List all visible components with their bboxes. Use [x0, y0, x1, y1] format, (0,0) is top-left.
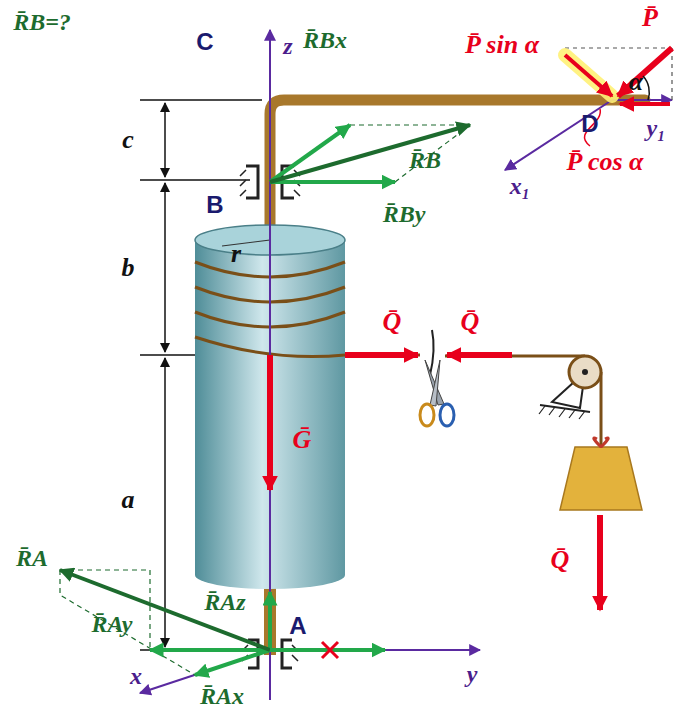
weight: [560, 438, 642, 510]
diagram-label: y: [467, 661, 478, 687]
diagram-label: b: [122, 254, 135, 283]
diagram-label: B: [206, 192, 223, 218]
diagram-label: R̄Bx: [303, 27, 347, 53]
diagram-label: R̄By: [383, 201, 426, 227]
diagram-label: R̄Ax: [200, 683, 244, 709]
diagram-label: R̄Ay: [92, 611, 133, 637]
diagram-label: c: [122, 126, 134, 155]
diagram-label: P̄: [642, 4, 658, 33]
diagram-label: A: [289, 613, 306, 639]
diagram-label: R̄B=?: [13, 9, 71, 35]
diagram-label: z: [283, 33, 292, 59]
scissors: [420, 330, 454, 426]
force-P: [565, 48, 672, 146]
diagram-label: R̄A: [16, 545, 48, 571]
diagram-label: a: [122, 486, 135, 515]
diagram-label: Ḡ: [293, 426, 312, 455]
diagram-label: R̄B: [409, 147, 441, 173]
diagram-label: C: [196, 29, 213, 55]
rope-coil: [195, 262, 601, 445]
diagram-label: x: [130, 663, 142, 689]
diagram-label: R̄Az: [204, 589, 245, 615]
diagram-label: Q̄: [383, 308, 402, 337]
pulley: [539, 356, 601, 419]
forces-Q-G: [270, 355, 600, 610]
diagram-label: P̄ cos α: [567, 148, 644, 177]
diagram-label: α: [629, 68, 643, 97]
reaction-A: [60, 570, 385, 675]
axes: [140, 30, 672, 700]
diagram-label: y₁: [646, 115, 665, 141]
diagram-label: D: [581, 111, 598, 137]
diagram-label: P̄ sin α: [465, 31, 539, 60]
diagram-label: r: [231, 240, 241, 269]
diagram-label: Q̄: [551, 546, 570, 575]
diagram-label: x₁: [510, 173, 530, 199]
reaction-B: [270, 125, 470, 182]
diagram-label: Q̄: [461, 308, 480, 337]
